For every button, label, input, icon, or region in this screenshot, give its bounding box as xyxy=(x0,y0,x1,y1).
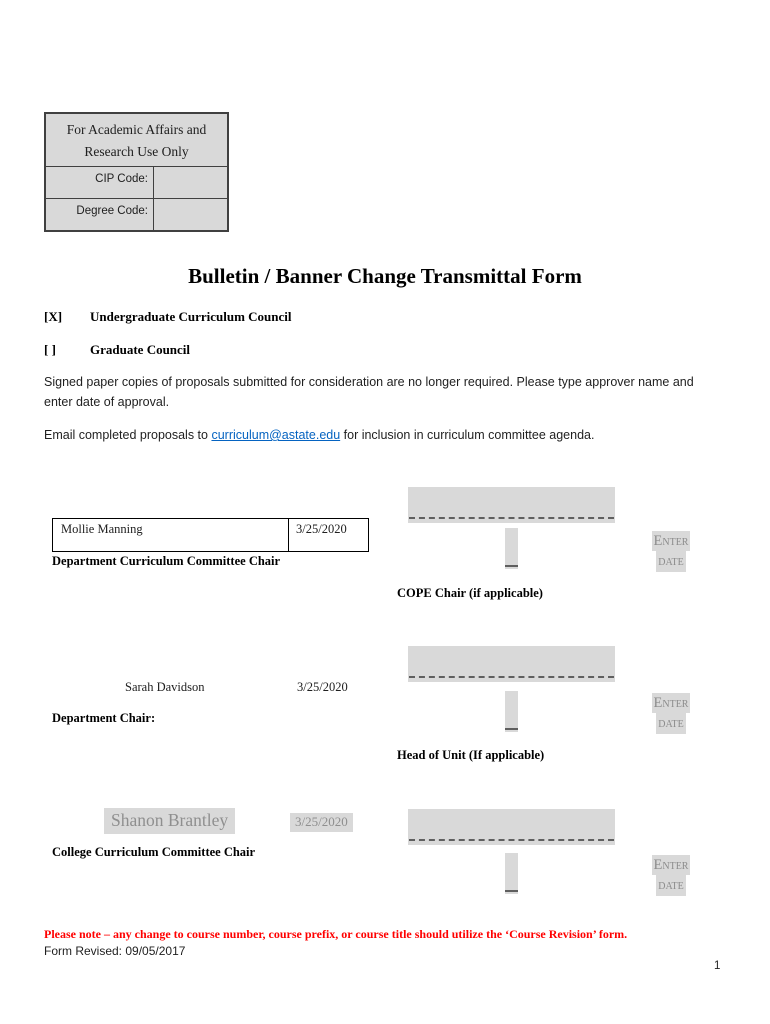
dept-chair-name-field[interactable]: Sarah Davidson xyxy=(125,680,205,694)
graduate-council-row: [ ] Graduate Council xyxy=(44,342,190,358)
academic-affairs-box-title: For Academic Affairs and Research Use On… xyxy=(46,114,227,167)
undergraduate-council-checkbox[interactable]: [X] xyxy=(44,309,63,324)
instructions-paragraph: Signed paper copies of proposals submitt… xyxy=(44,375,694,410)
head-of-unit-enter-date-placeholder[interactable]: Enter date xyxy=(644,693,698,734)
email-paragraph-suffix: for inclusion in curriculum committee ag… xyxy=(340,428,595,442)
cope-chair-name-field[interactable] xyxy=(408,487,615,523)
degree-code-field[interactable] xyxy=(154,199,227,232)
signature-underline xyxy=(409,517,614,519)
email-link[interactable]: curriculum@astate.edu xyxy=(211,428,341,442)
email-paragraph: Email completed proposals to curriculum@… xyxy=(44,425,712,445)
page-title: Bulletin / Banner Change Transmittal For… xyxy=(188,264,582,288)
dept-curriculum-chair-date-field[interactable]: 3/25/2020 xyxy=(288,519,368,551)
undergraduate-council-label: Undergraduate Curriculum Council xyxy=(90,309,292,324)
third-right-name-field[interactable] xyxy=(408,809,615,845)
signature-underline xyxy=(409,676,614,678)
dept-curriculum-chair-label: Department Curriculum Committee Chair xyxy=(52,554,281,568)
enter-date-line2: date xyxy=(656,875,686,896)
enter-date-line2: date xyxy=(656,551,686,572)
enter-date-line1: Enter xyxy=(651,531,691,552)
dept-curriculum-chair-signature-table: Mollie Manning 3/25/2020 xyxy=(52,518,369,552)
enter-date-line1: Enter xyxy=(651,693,691,714)
college-curriculum-chair-date-field[interactable]: 3/25/2020 xyxy=(290,813,353,832)
degree-code-row: Degree Code: xyxy=(46,199,227,232)
degree-code-label: Degree Code: xyxy=(46,199,154,232)
graduate-council-label: Graduate Council xyxy=(90,342,191,357)
cip-code-label: CIP Code: xyxy=(46,167,154,198)
course-revision-note: Please note – any change to course numbe… xyxy=(44,927,628,941)
dept-curriculum-chair-name-field[interactable]: Mollie Manning xyxy=(61,522,143,536)
head-of-unit-name-field[interactable] xyxy=(408,646,615,682)
head-of-unit-label: Head of Unit (If applicable) xyxy=(397,748,545,762)
enter-date-line1: Enter xyxy=(651,855,691,876)
undergraduate-council-row: [X] Undergraduate Curriculum Council xyxy=(44,309,292,325)
cope-chair-cursor-field[interactable] xyxy=(505,528,518,569)
college-curriculum-chair-name-field[interactable]: Shanon Brantley xyxy=(104,808,236,834)
cope-chair-enter-date-placeholder[interactable]: Enter date xyxy=(644,531,698,572)
college-curriculum-chair-label: College Curriculum Committee Chair xyxy=(52,845,256,859)
cursor-dash xyxy=(505,890,518,892)
email-paragraph-prefix: Email completed proposals to xyxy=(44,428,212,442)
third-right-enter-date-placeholder[interactable]: Enter date xyxy=(644,855,698,896)
form-revised-text: Form Revised: 09/05/2017 xyxy=(44,944,186,958)
graduate-council-checkbox[interactable]: [ ] xyxy=(44,342,56,357)
dept-chair-label: Department Chair: xyxy=(52,711,156,725)
page-number: 1 xyxy=(714,960,721,972)
signature-underline xyxy=(409,839,614,841)
academic-affairs-box: For Academic Affairs and Research Use On… xyxy=(44,112,229,232)
dept-chair-date-field[interactable]: 3/25/2020 xyxy=(297,680,348,694)
third-right-cursor-field[interactable] xyxy=(505,853,518,894)
cope-chair-label: COPE Chair (if applicable) xyxy=(397,586,543,600)
cip-code-row: CIP Code: xyxy=(46,167,227,199)
cursor-dash xyxy=(505,728,518,730)
head-of-unit-cursor-field[interactable] xyxy=(505,691,518,732)
enter-date-line2: date xyxy=(656,713,686,734)
cursor-dash xyxy=(505,565,518,567)
cip-code-field[interactable] xyxy=(154,167,227,198)
